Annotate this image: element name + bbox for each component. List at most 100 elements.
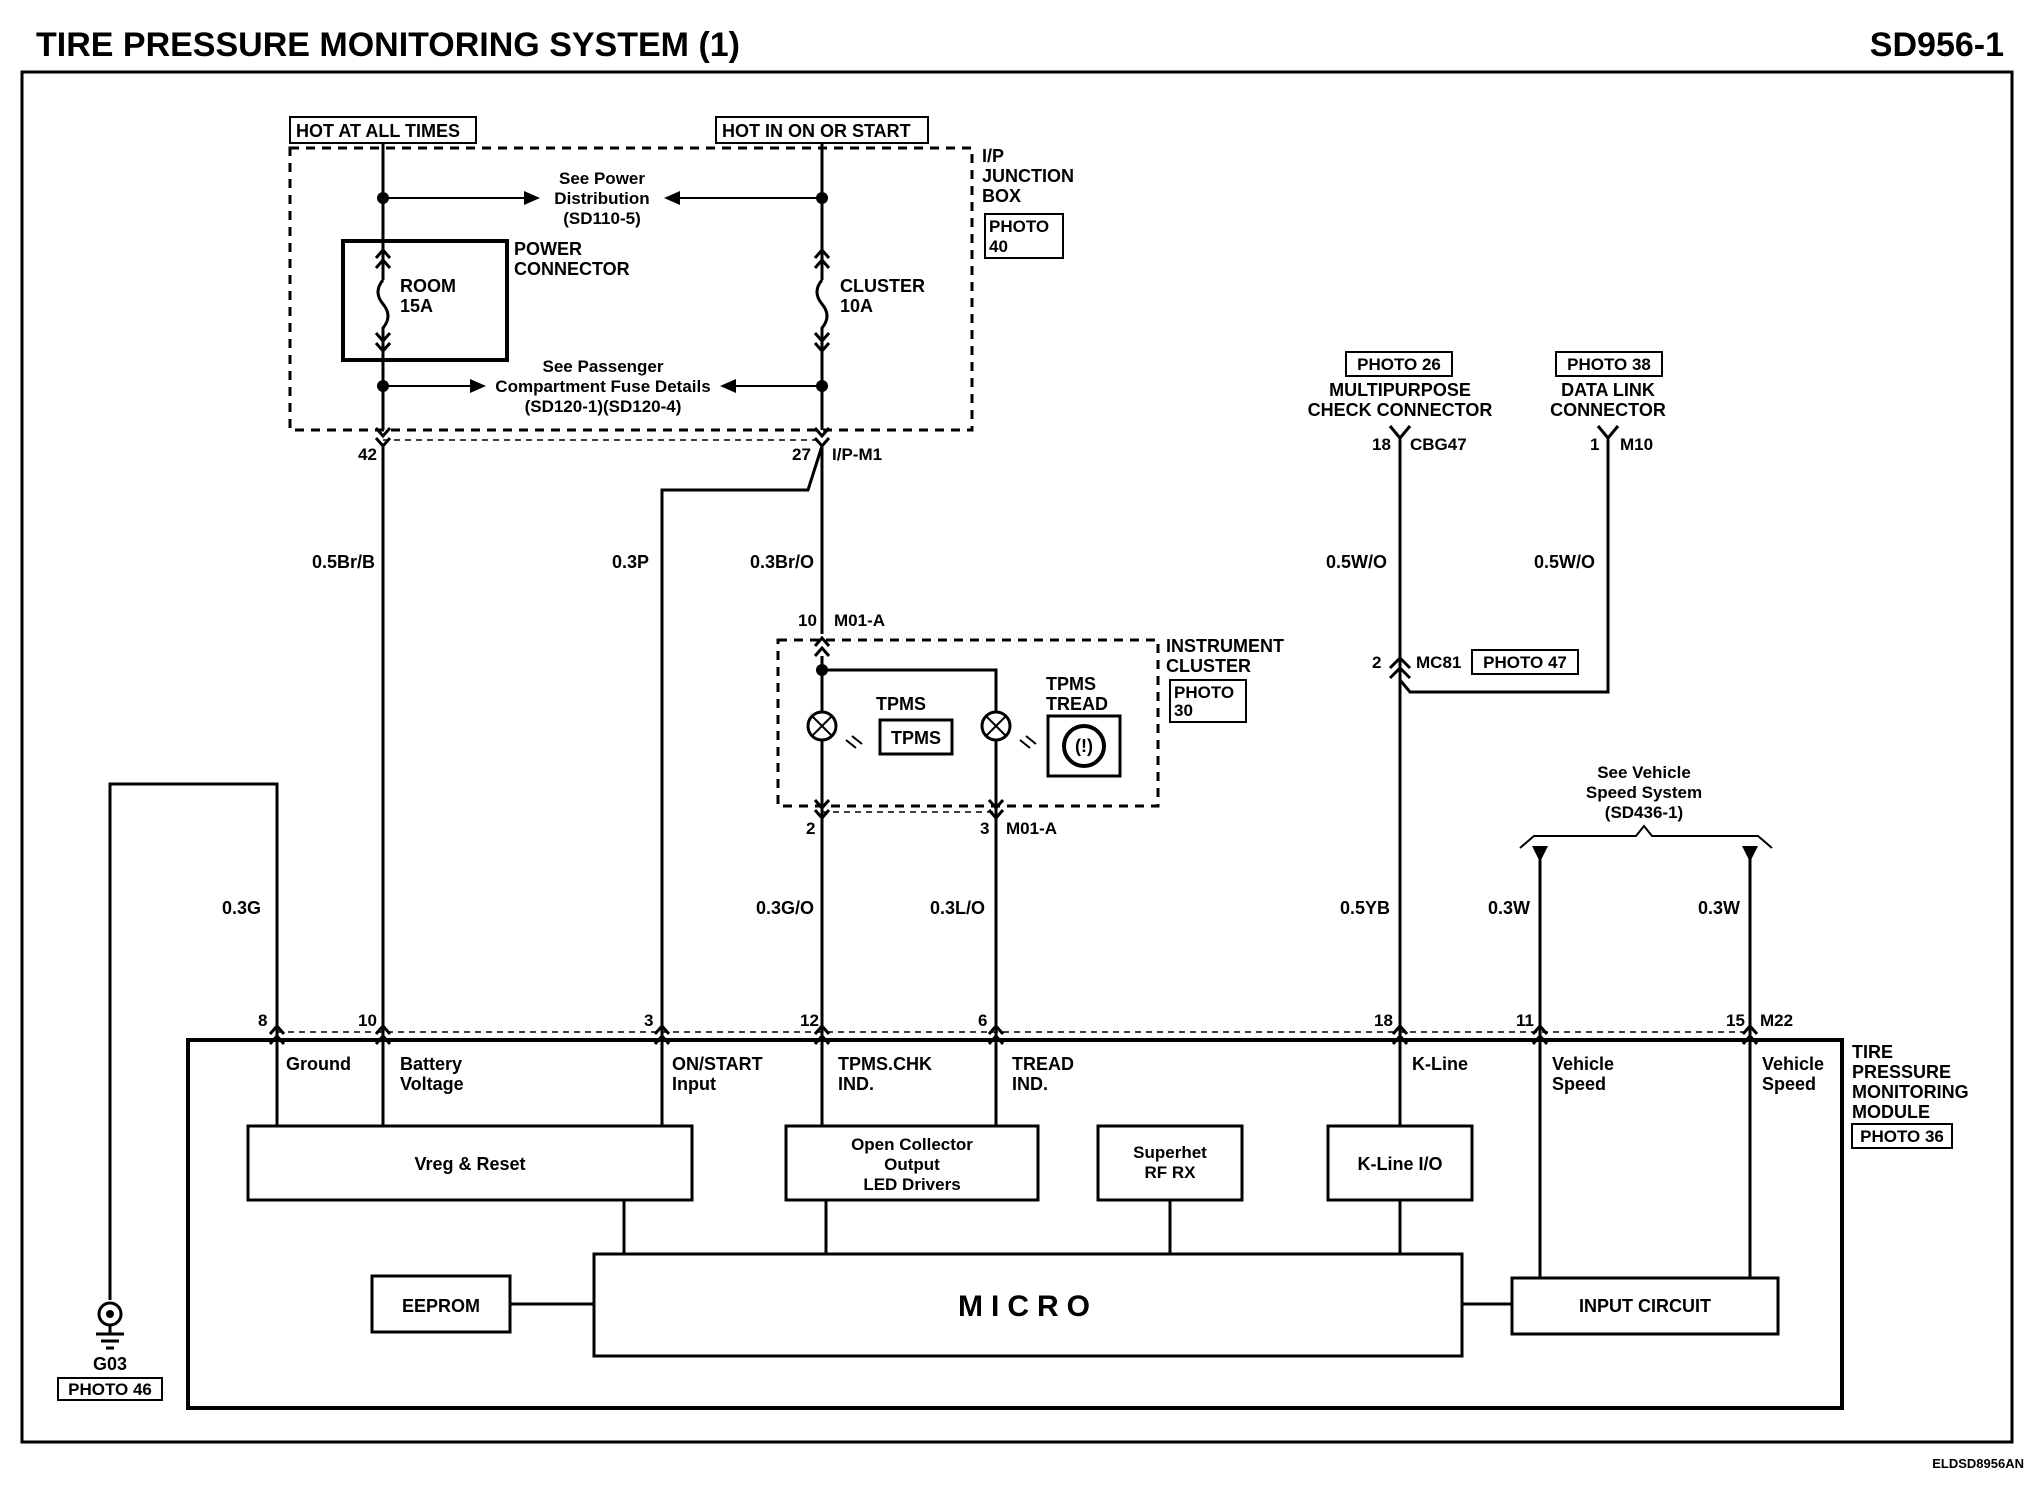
arrow-icon: [720, 379, 736, 393]
module-pin-8: 8: [258, 1011, 267, 1030]
eeprom-label: EEPROM: [402, 1296, 480, 1316]
instrument-cluster: 10 M01-A INSTRUMENT CLUSTER PHOTO 30 TPM…: [756, 611, 1284, 1040]
wire-label-yb: 0.5YB: [1340, 898, 1390, 918]
module-title-3: MONITORING: [1852, 1082, 1969, 1102]
module-title-4: MODULE: [1852, 1102, 1930, 1122]
rf-label-2: RF RX: [1145, 1163, 1197, 1182]
connector-pin-icon: [813, 635, 831, 657]
photo-30-1: PHOTO: [1174, 683, 1234, 702]
wire-ground: [108, 782, 279, 1300]
pin-label-vs1-2: Speed: [1552, 1074, 1606, 1094]
room-fuse-1: ROOM: [400, 276, 456, 296]
speed-ref-1: See Vehicle: [1597, 763, 1691, 782]
power-connector-2: CONNECTOR: [514, 259, 630, 279]
connector-ip-m1: I/P-M1: [832, 445, 882, 464]
see-passenger-2: Compartment Fuse Details: [495, 377, 710, 396]
pin-10: 10: [798, 611, 817, 630]
wire-label-wo1: 0.5W/O: [1326, 552, 1387, 572]
oc-label-3: LED Drivers: [863, 1175, 960, 1194]
pin-27: 27: [792, 445, 811, 464]
cluster-title-1: INSTRUMENT: [1166, 636, 1284, 656]
hot-at-all-times-box: [289, 116, 477, 144]
photo-47: PHOTO 47: [1483, 653, 1567, 672]
ip-junction-box: HOT AT ALL TIMES HOT IN ON OR START I/P …: [288, 116, 1074, 432]
pin-label-tread-2: IND.: [1012, 1074, 1048, 1094]
see-power-3: (SD110-5): [563, 209, 640, 228]
cluster-fuse-1: CLUSTER: [840, 276, 925, 296]
speed-ref-3: (SD436-1): [1605, 803, 1683, 822]
pin-label-vs2-1: Vehicle: [1762, 1054, 1824, 1074]
hot-in-on-start: HOT IN ON OR START: [722, 121, 911, 141]
ip-m1-connector: 42 27 I/P-M1: [358, 427, 882, 464]
pin-label-vs1-1: Vehicle: [1552, 1054, 1614, 1074]
dl-connector-2: CONNECTOR: [1550, 400, 1666, 420]
wire-label-w1: 0.3W: [1488, 898, 1530, 918]
photo-47-box: [1471, 649, 1579, 675]
header: TIRE PRESSURE MONITORING SYSTEM (1) SD95…: [22, 26, 2012, 74]
pin-label-tpmschk-2: IND.: [838, 1074, 874, 1094]
connector-mc81: MC81: [1416, 653, 1461, 672]
wire-label-lo: 0.3L/O: [930, 898, 985, 918]
diagram-code: SD956-1: [1870, 26, 2004, 64]
module-outline: [186, 1038, 1844, 1410]
tpms-label: TPMS: [876, 694, 926, 714]
power-connector-1: POWER: [514, 239, 582, 259]
hot-in-on-box: [715, 116, 929, 144]
wire-label-go: 0.3G/O: [756, 898, 814, 918]
connector-pin-icon: [1596, 425, 1620, 441]
junction-box-outline: [288, 146, 974, 432]
wire-datalink: [1398, 438, 1610, 694]
tread-label-2: TREAD: [1046, 694, 1108, 714]
photo-36-box: [1851, 1123, 1953, 1149]
wire-label-w2: 0.3W: [1698, 898, 1740, 918]
junction-label-3: BOX: [982, 186, 1021, 206]
junction-label-1: I/P: [982, 146, 1004, 166]
rf-block: [1096, 1124, 1244, 1202]
brace: [1519, 824, 1773, 849]
tread-label-1: TPMS: [1046, 674, 1096, 694]
oc-label-1: Open Collector: [851, 1135, 973, 1154]
pin-label-kline: K-Line: [1412, 1054, 1468, 1074]
power-connector-box: [341, 239, 509, 362]
diagnostic-connectors: PHOTO 26 MULTIPURPOSE CHECK CONNECTOR 18…: [1308, 351, 1666, 1040]
pin-label-onstart-2: Input: [672, 1074, 716, 1094]
connector-m22: M22: [1760, 1011, 1793, 1030]
wire-label-br-b: 0.5Br/B: [312, 552, 375, 572]
pin-label-vs2-2: Speed: [1762, 1074, 1816, 1094]
tread-symbol: (!): [1075, 736, 1093, 756]
pin-label-tpmschk-1: TPMS.CHK: [838, 1054, 932, 1074]
connector-pin-icon: [813, 799, 1005, 821]
vreg-label: Vreg & Reset: [414, 1154, 525, 1174]
pin-42: 42: [358, 445, 377, 464]
input-circuit-label: INPUT CIRCUIT: [1579, 1296, 1711, 1316]
module-pin-15: 15: [1726, 1011, 1745, 1030]
photo-30-box: [1169, 679, 1247, 723]
connector-pin-icon: [1388, 655, 1412, 680]
photo-36: PHOTO 36: [1860, 1127, 1944, 1146]
rf-label-1: Superhet: [1133, 1143, 1207, 1162]
cluster-fuse-icon: [813, 247, 831, 354]
module-pin-10: 10: [358, 1011, 377, 1030]
photo-38: PHOTO 38: [1567, 355, 1651, 374]
wires: 0.5Br/B 0.3P 0.3Br/O 0.3G: [108, 445, 824, 1300]
vreg-block: [246, 1124, 694, 1202]
hot-at-all-times: HOT AT ALL TIMES: [296, 121, 460, 141]
pin-18-cbg: 18: [1372, 435, 1391, 454]
diagram-title: TIRE PRESSURE MONITORING SYSTEM (1): [36, 26, 740, 64]
ground-name: G03: [93, 1354, 127, 1374]
pin-1-m10: 1: [1590, 435, 1599, 454]
cluster-title-2: CLUSTER: [1166, 656, 1251, 676]
photo-30-2: 30: [1174, 701, 1193, 720]
room-fuse-icon: [374, 247, 392, 354]
arrow-icon: [664, 191, 680, 205]
connector-m10: M10: [1620, 435, 1653, 454]
light-rays-icon: [845, 735, 863, 749]
photo-26-box: [1345, 351, 1453, 377]
pin-label-onstart-1: ON/START: [672, 1054, 763, 1074]
wire-label-br-o: 0.3Br/O: [750, 552, 814, 572]
tpms-module: TIRE PRESSURE MONITORING MODULE PHOTO 36…: [186, 1038, 1969, 1410]
pin-label-tread-1: TREAD: [1012, 1054, 1074, 1074]
lamp-filament-icon: [985, 715, 1007, 737]
photo-40-2: 40: [989, 237, 1008, 256]
photo-40-1: PHOTO: [989, 217, 1049, 236]
